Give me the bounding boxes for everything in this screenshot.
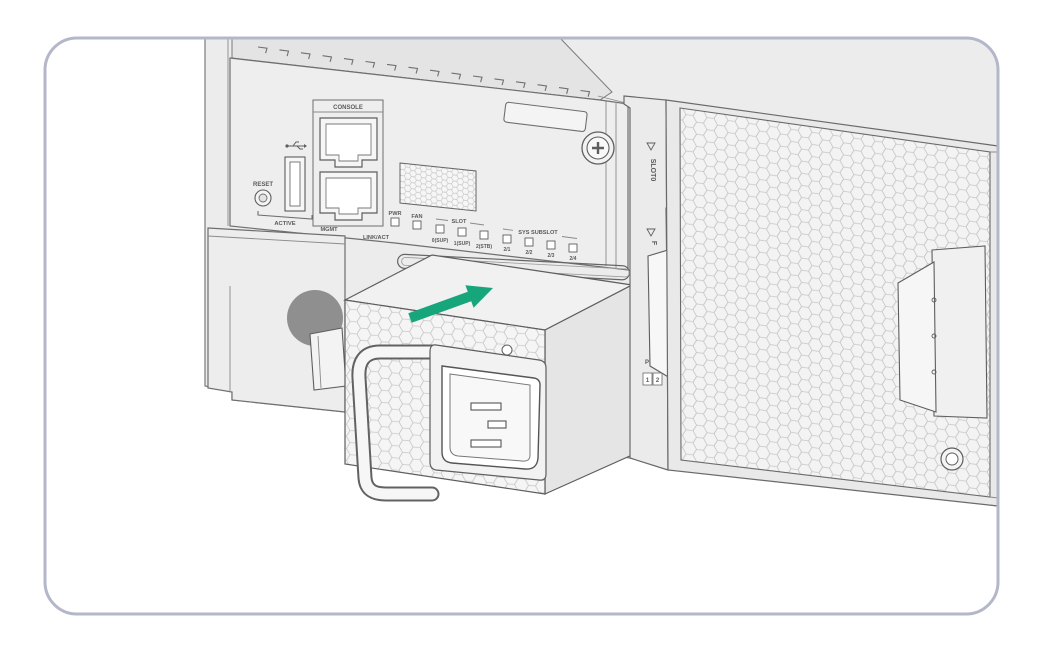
active-label: ACTIVE bbox=[274, 221, 295, 227]
led-slot-2-label: 2(STB) bbox=[476, 244, 492, 250]
mgmt-port bbox=[319, 171, 378, 221]
console-label: CONSOLE bbox=[333, 105, 363, 111]
divider-port-2-label: 2 bbox=[656, 378, 660, 384]
fan-label: FAN bbox=[411, 214, 422, 220]
card-vent bbox=[399, 162, 477, 212]
psu-latch-tab-edge bbox=[317, 335, 322, 389]
frame-border bbox=[43, 36, 1000, 616]
subslot-group-label: SYS SUBSLOT bbox=[518, 230, 558, 236]
divider-port-1 bbox=[642, 372, 653, 386]
fan-handle-rivet bbox=[931, 297, 937, 303]
ac-inlet-icon bbox=[441, 365, 541, 470]
subslot-group-bracket bbox=[502, 228, 578, 239]
led-fan bbox=[412, 220, 422, 230]
led-subslot-4 bbox=[568, 243, 578, 253]
led-pwr bbox=[390, 217, 400, 227]
led-subslot-4-label: 2/4 bbox=[570, 256, 577, 262]
handle-icon bbox=[351, 344, 440, 502]
power-supply-module bbox=[343, 254, 634, 502]
led-slot-1 bbox=[457, 227, 467, 237]
led-subslot-3-label: 2/3 bbox=[548, 253, 555, 259]
divider-slot-label: SLOT0 bbox=[649, 159, 656, 182]
divider-port-2 bbox=[652, 372, 663, 386]
divider-port-label: P bbox=[645, 360, 649, 366]
card-rail-ticks bbox=[257, 46, 591, 97]
led-subslot-1-label: 2/1 bbox=[504, 247, 511, 253]
led-slot-0-label: 0(SUP) bbox=[432, 238, 449, 244]
reset-button bbox=[254, 189, 272, 207]
illustration: RESET ACTIVE CONSOLE MGMT bbox=[204, 38, 998, 507]
led-subslot-2-label: 2/2 bbox=[526, 250, 533, 256]
pwr-label: PWR bbox=[388, 211, 401, 217]
link-act-label: LINK/ACT bbox=[363, 235, 390, 241]
reset-label: RESET bbox=[253, 182, 273, 188]
mgmt-label: MGMT bbox=[320, 227, 338, 233]
slot-group-label: SLOT bbox=[452, 219, 467, 225]
usb-port bbox=[284, 156, 306, 212]
fan-handle-front bbox=[897, 261, 937, 413]
fan-handle-back bbox=[931, 245, 988, 419]
usb-icon bbox=[285, 141, 307, 150]
captive-screw bbox=[581, 131, 615, 165]
arrow-up-right-icon bbox=[408, 285, 493, 323]
slot-group-bracket bbox=[435, 218, 485, 226]
filler-panel-edges bbox=[207, 235, 346, 392]
fan-screw bbox=[940, 447, 964, 471]
triangle-marker-icon bbox=[646, 142, 656, 151]
divider-second-label: F bbox=[650, 241, 657, 246]
led-subslot-3 bbox=[546, 240, 556, 250]
led-slot-0 bbox=[435, 224, 445, 234]
led-slot-2 bbox=[479, 230, 489, 240]
console-port bbox=[319, 117, 378, 168]
psu-plate-hole bbox=[501, 344, 513, 356]
label-plate bbox=[503, 101, 588, 133]
port-block-frame bbox=[312, 99, 384, 227]
fan-handle-rivet bbox=[931, 333, 937, 339]
card-rail bbox=[231, 38, 613, 101]
led-slot-1-label: 1(SUP) bbox=[454, 241, 471, 247]
triangle-marker-icon-2 bbox=[646, 228, 656, 237]
active-bracket bbox=[257, 211, 313, 220]
divider-port-1-label: 1 bbox=[646, 378, 650, 384]
led-subslot-2 bbox=[524, 237, 534, 247]
fan-handle-rivet bbox=[931, 369, 937, 375]
blank-filler-panel bbox=[207, 227, 346, 413]
led-subslot-1 bbox=[502, 234, 512, 244]
psu-latch-tab bbox=[309, 327, 347, 391]
